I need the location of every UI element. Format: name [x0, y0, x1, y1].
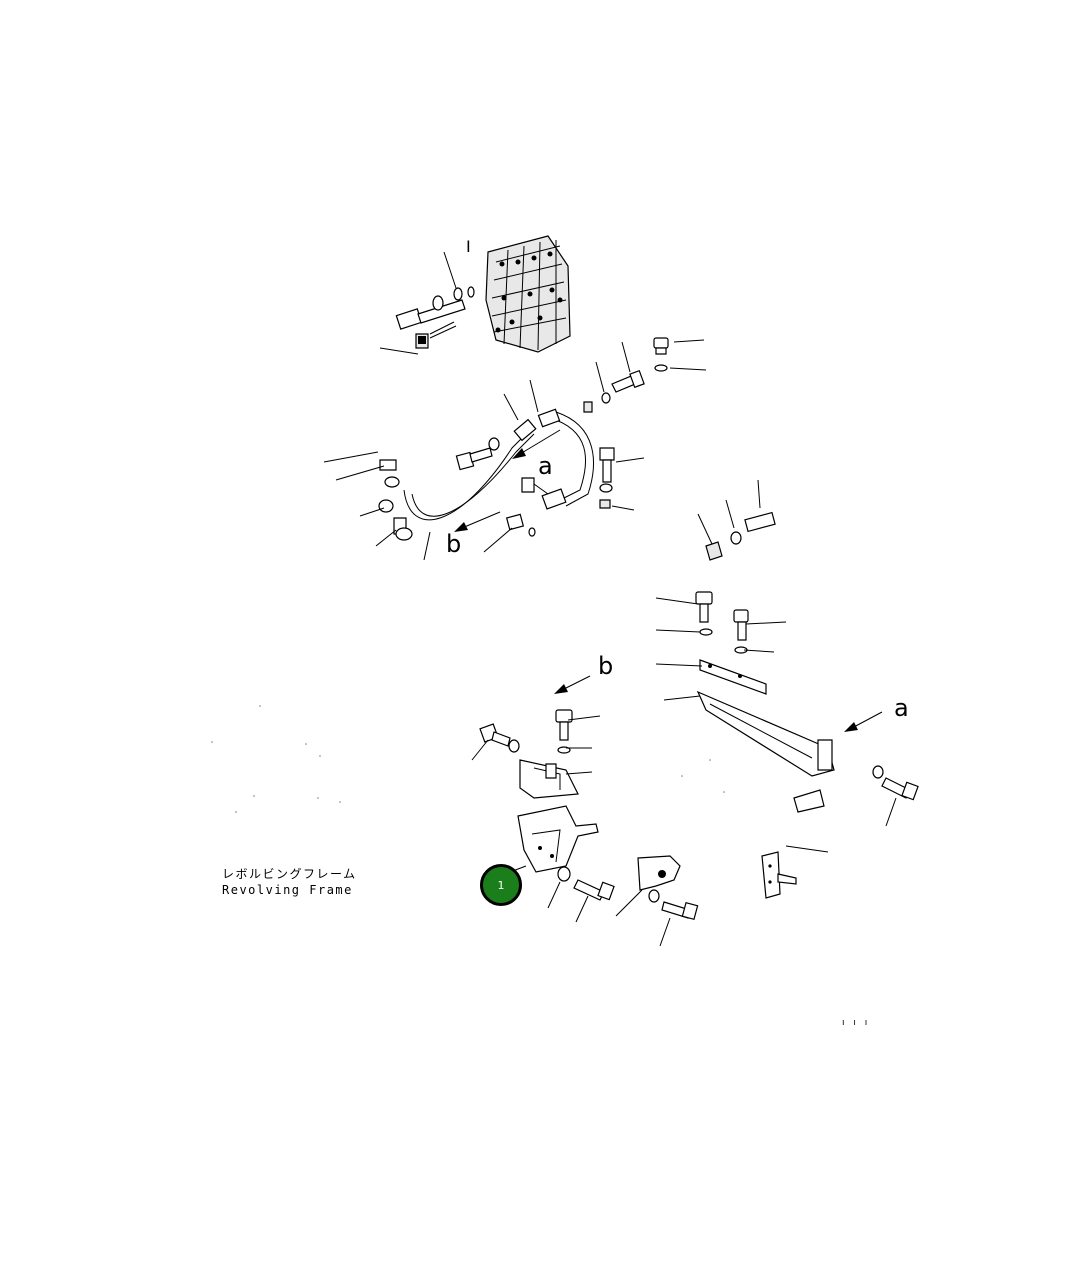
bracket-right-lower: [762, 790, 824, 898]
hose-upper-left: [404, 420, 536, 520]
caption-japanese: レボルビングフレーム: [222, 867, 357, 881]
hose-clamp-left: [379, 460, 412, 540]
bracket-bolt-upper-right: [706, 513, 775, 560]
bolt-right-lower: [873, 766, 918, 800]
plug-fitting-top-right: [654, 338, 668, 371]
page-mark: ı ı ı: [842, 1018, 871, 1028]
bracket-upper: [520, 760, 578, 798]
part-callout-1[interactable]: 1: [480, 864, 522, 906]
leader-lines: [324, 252, 896, 946]
bolt-lower-left: [480, 724, 519, 752]
bolt-hose-left: [456, 438, 499, 470]
bolt-mid-top: [584, 371, 644, 412]
bolt-hose-right: [600, 448, 614, 508]
bolt-hose-lower: [507, 514, 535, 536]
hose-upper-right: [522, 409, 593, 509]
bolt-lower-center: [556, 710, 572, 753]
view-arrows: [454, 430, 882, 732]
bolt-assembly-top-left: [396, 287, 474, 348]
bolt-lower-top: [696, 592, 748, 653]
callout-number: 1: [497, 878, 505, 892]
caption-english: Revolving Frame: [222, 883, 353, 897]
washer-bolt-bottom: [558, 867, 614, 900]
control-valve: [486, 236, 570, 352]
clamp-bracket-bottom: [638, 856, 698, 919]
view-label-a-upper: a: [538, 452, 553, 480]
view-label-a-lower: a: [894, 694, 909, 722]
view-label-b-lower: b: [598, 652, 613, 680]
marker-top: I: [466, 237, 471, 256]
plate-upper: [700, 660, 766, 694]
bracket-lower: [518, 806, 598, 872]
revolving-frame-caption: レボルビングフレーム Revolving Frame: [222, 866, 357, 898]
scan-dots: [211, 705, 725, 813]
view-label-b-upper: b: [446, 530, 461, 558]
frame-beam: [698, 692, 834, 776]
